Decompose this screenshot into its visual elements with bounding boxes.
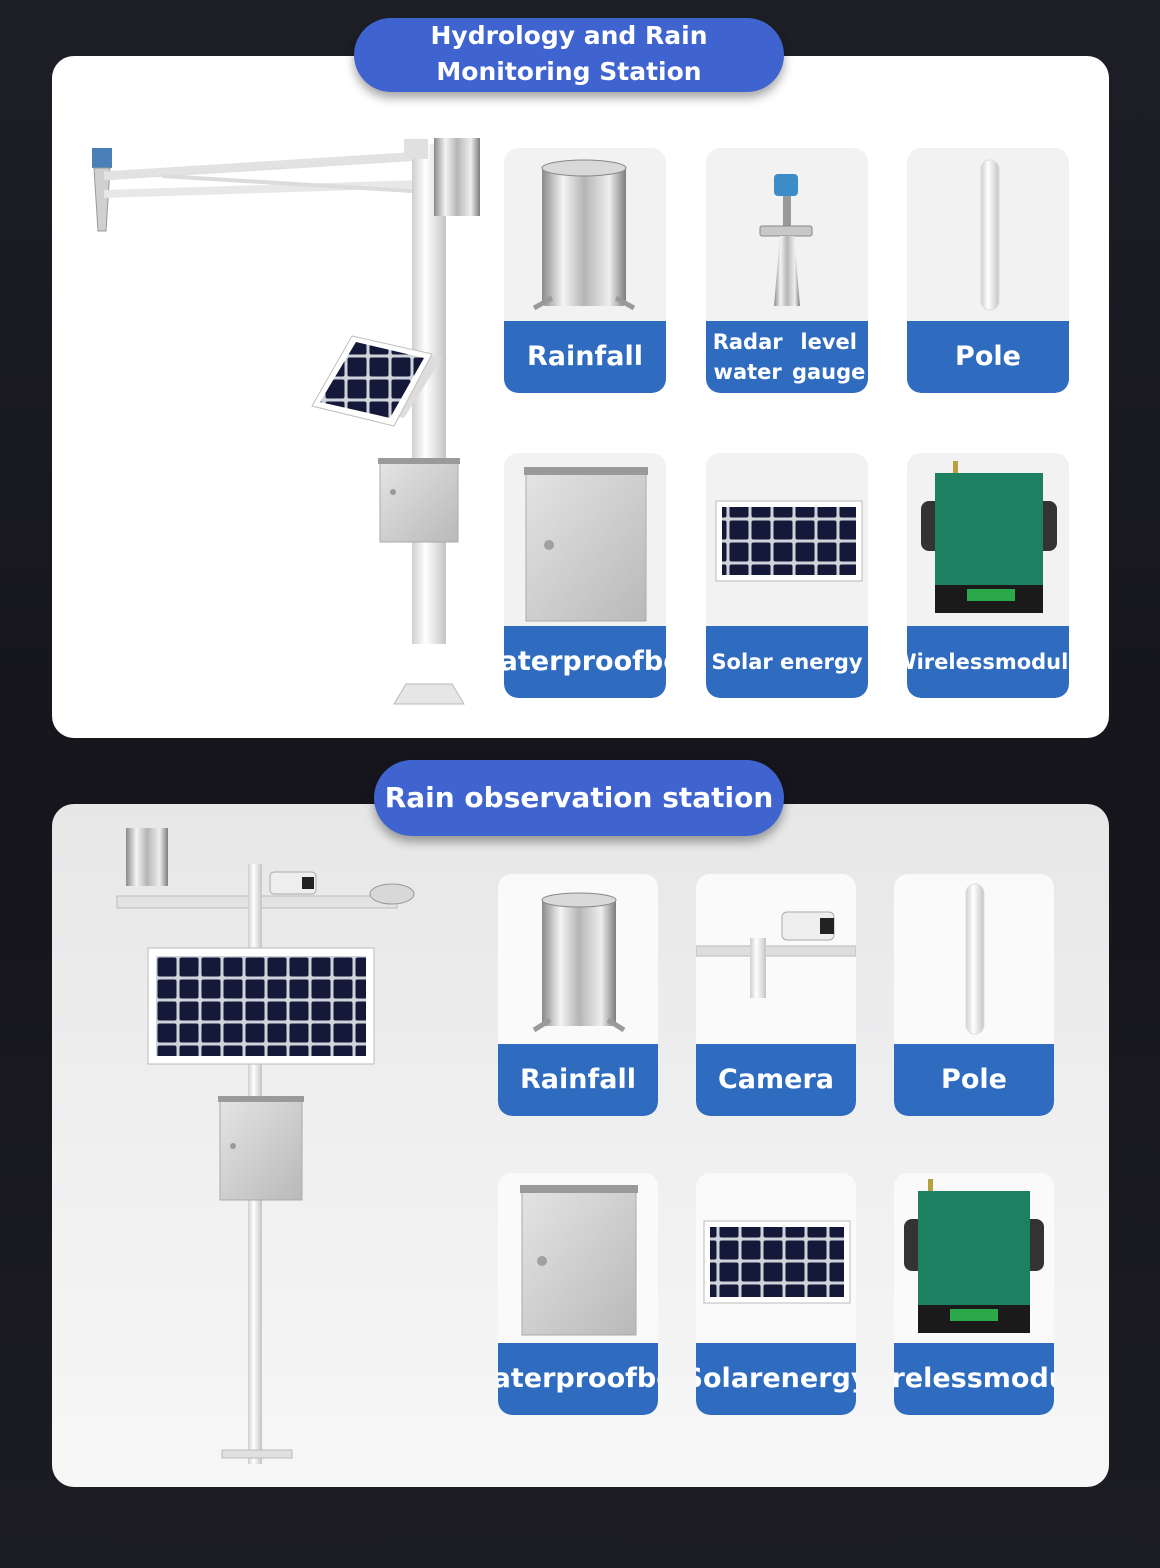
label-line-1: Radar water: [712, 330, 783, 384]
section-title-rain-observation: Rain observation station: [374, 760, 784, 836]
box-icon: [524, 467, 648, 622]
component-label: Wireless module: [907, 626, 1069, 698]
rain-gauge-icon: [532, 892, 626, 1033]
panel-rain-station: Rainfall Camera Pole Waterproof box: [52, 804, 1109, 1487]
label-line-2: module: [994, 650, 1069, 674]
component-label: Rainfall: [504, 321, 666, 393]
label-line-1: Wireless: [894, 1363, 983, 1394]
title-line-1: Hydrology and Rain: [430, 21, 708, 50]
component-label: Waterproof box: [504, 626, 666, 698]
component-card-waterproof-box: Waterproof box: [498, 1173, 658, 1415]
label-line-2: box: [643, 646, 666, 677]
component-card-waterproof-box: Waterproof box: [504, 453, 666, 698]
label-line-1: Solar: [696, 1363, 763, 1394]
camera-icon: [696, 911, 856, 998]
radar-gauge-icon: [759, 174, 813, 306]
title-line-2: Monitoring Station: [436, 57, 702, 86]
solar-panel-icon: [703, 1220, 851, 1304]
component-label: Pole: [894, 1044, 1054, 1116]
component-card-rainfall: Rainfall: [504, 148, 666, 393]
hydrology-station-illustration: [92, 138, 480, 705]
pole-icon: [980, 159, 1000, 311]
component-card-wireless-module: Wireless module: [907, 453, 1069, 698]
component-card-rainfall: Rainfall: [498, 874, 658, 1116]
label-line-1: Waterproof: [504, 646, 644, 677]
rain-station-illustration: [116, 828, 415, 1464]
box-icon: [520, 1185, 638, 1336]
wireless-module-icon: [904, 1179, 1044, 1333]
component-card-radar-gauge: Radar water level gauge: [706, 148, 868, 393]
component-label: Wireless module: [894, 1343, 1054, 1415]
component-card-pole: Pole: [894, 874, 1054, 1116]
solar-panel-icon: [715, 500, 863, 582]
rain-gauge-icon: [532, 159, 636, 311]
pole-icon: [965, 883, 985, 1035]
label-line-2: box: [636, 1363, 658, 1394]
component-label: Waterproof box: [498, 1343, 658, 1415]
component-card-solar-energy: Solar energy: [706, 453, 868, 698]
component-label: Solar energy: [696, 1343, 856, 1415]
component-label: Radar water level gauge: [706, 321, 868, 393]
label-line-1: Waterproof: [498, 1363, 637, 1394]
component-card-solar-energy: Solar energy: [696, 1173, 856, 1415]
section-title-hydrology: Hydrology and Rain Monitoring Station: [354, 18, 784, 92]
component-label: Pole: [907, 321, 1069, 393]
label-line-2: energy: [762, 1363, 856, 1394]
wireless-module-icon: [921, 461, 1057, 613]
component-label: Solar energy: [706, 626, 868, 698]
panel-hydrology-station: Rainfall Radar water level gauge Pole Wa…: [52, 56, 1109, 738]
component-label: Camera: [696, 1044, 856, 1116]
label-line-1: Wireless: [907, 650, 995, 674]
component-card-wireless-module: Wireless module: [894, 1173, 1054, 1415]
component-card-pole: Pole: [907, 148, 1069, 393]
label-line-2: level gauge: [791, 330, 866, 384]
component-card-camera: Camera: [696, 874, 856, 1116]
component-label: Rainfall: [498, 1044, 658, 1116]
label-line-2: module: [982, 1363, 1054, 1394]
